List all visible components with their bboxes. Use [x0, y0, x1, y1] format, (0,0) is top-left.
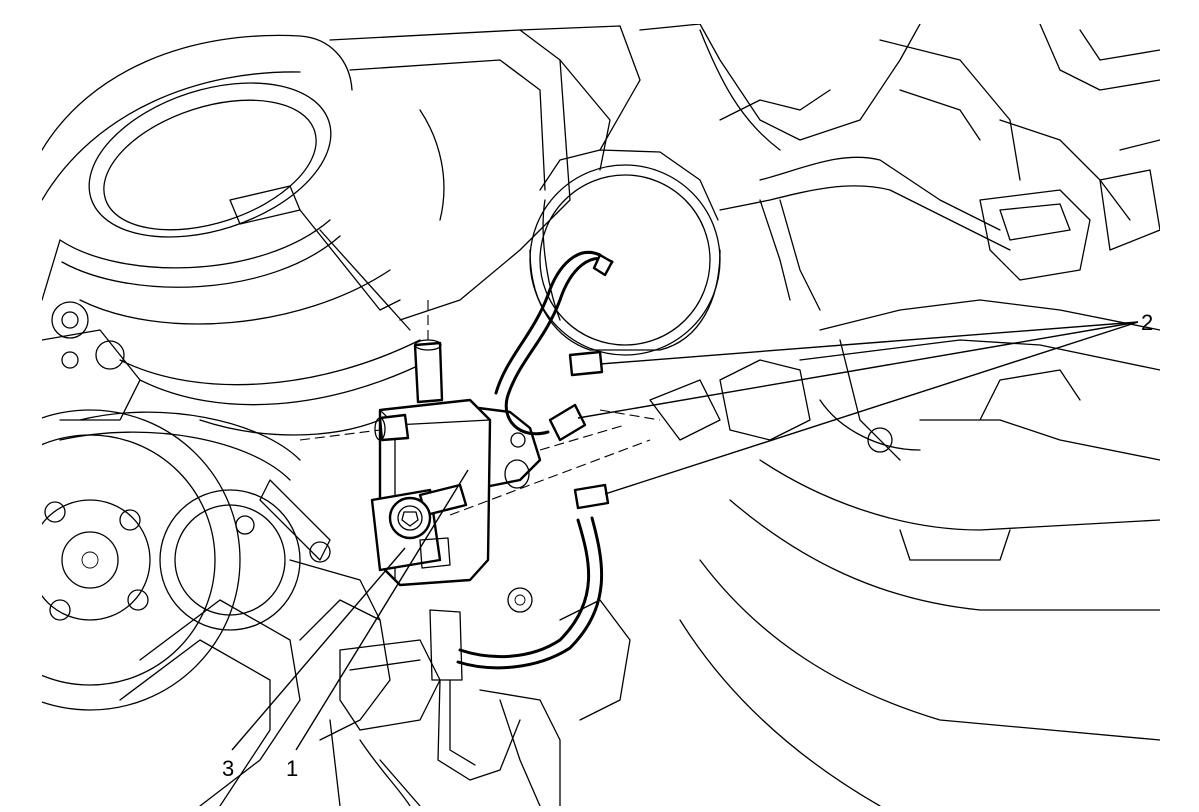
lower-covers: [119, 559, 391, 806]
vacuum-hoses: [456, 250, 614, 670]
callout-label-2: 2: [1141, 310, 1153, 335]
solenoid-valve-assembly: [370, 339, 542, 587]
callout-label-3: 3: [222, 756, 234, 781]
callout-label-1: 1: [286, 756, 298, 781]
engine-block-right: [649, 299, 1160, 806]
hose-clamp-middle: [548, 403, 587, 442]
leader-2a: [599, 321, 1139, 365]
wiring-harness: [639, 24, 1160, 311]
callout-leaders: [231, 321, 1139, 751]
leader-2b: [577, 321, 1139, 419]
hose-clamp-lower: [573, 483, 610, 510]
leader-3: [231, 547, 406, 751]
canister: [529, 149, 721, 356]
hose-clamp-upper: [568, 350, 604, 377]
installation-guides: [299, 300, 661, 516]
lower-connectors: [339, 587, 631, 806]
leader-2c: [604, 321, 1139, 495]
intake-manifold: [329, 25, 641, 321]
leader-1: [295, 469, 469, 751]
engine-pulleys: [42, 301, 331, 711]
air-intake-duct: [42, 34, 431, 436]
background-engine: [42, 24, 1160, 806]
